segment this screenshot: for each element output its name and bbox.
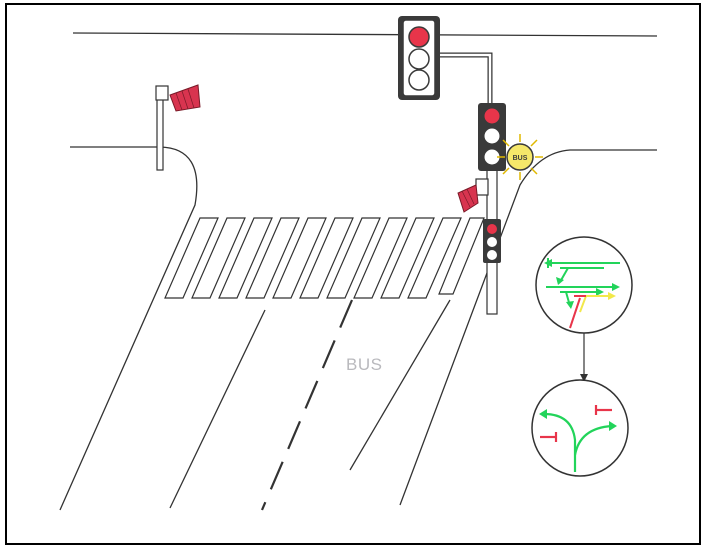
traffic-light-icon [478, 103, 506, 171]
lane-arrows-icon [536, 237, 632, 333]
traffic-light-icon [398, 16, 440, 100]
lane-line-right [350, 300, 450, 470]
traffic-light-icon [483, 219, 501, 263]
lane-divider-dashed [262, 300, 352, 510]
road-edge-left-curb [60, 147, 197, 510]
crosswalk [165, 218, 484, 298]
bus-lane-marking: BUS [346, 355, 382, 375]
bus-signal-icon: BUS [497, 134, 543, 180]
siren-icon [458, 179, 488, 212]
signal-arm [440, 55, 490, 103]
lane-line-left [170, 310, 265, 508]
turn-arrows-icon [532, 380, 628, 476]
bus-signal-text: BUS [513, 155, 528, 162]
signal-arm-inner [440, 55, 490, 103]
road-edge-top [73, 33, 657, 36]
siren-icon [156, 85, 200, 170]
